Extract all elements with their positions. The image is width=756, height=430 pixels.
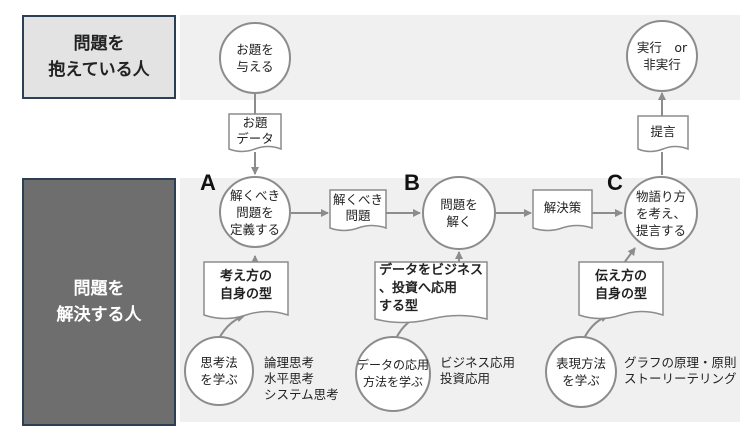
node-solve-problem: 問題を 解く <box>422 176 496 250</box>
role-problem-owner: 問題を 抱えている人 <box>22 15 176 99</box>
doc-proposal: 提言 <box>650 124 676 139</box>
node-define-problem: 解くべき 問題を 定義する <box>219 176 291 248</box>
doc-shape-proposal <box>637 115 689 153</box>
node-learn-data: データの応用 方法を学ぶ <box>355 336 431 412</box>
connector-telling-style-to-story <box>623 247 636 264</box>
doc-telling-style: 伝え方の 自身の型 <box>594 269 647 302</box>
node-tell-story: 物語り方 を考え、 提言する <box>624 176 698 250</box>
note-data-applications: ビジネス応用 投資応用 <box>440 355 516 386</box>
doc-thinking-style: 考え方の 自身の型 <box>219 269 272 302</box>
doc-shape-solution <box>532 189 593 232</box>
doc-shape-problem-to-solve <box>329 189 387 232</box>
doc-shape-telling-style <box>578 261 664 320</box>
node-learn-thinking: 思考法 を学ぶ <box>184 336 254 406</box>
doc-problem-to-solve: 解くべき 問題 <box>332 192 383 223</box>
node-learn-expression: 表現方法 を学ぶ <box>545 336 617 408</box>
note-expression-methods: グラフの原理・原則 ストーリーテリング <box>624 355 737 386</box>
note-thinking-methods: 論理思考 水平思考 システム思考 <box>264 355 339 402</box>
role-problem-solver: 問題を 解決する人 <box>22 178 176 426</box>
stage-label-a: A <box>200 170 216 195</box>
doc-solution: 解決策 <box>543 200 582 215</box>
doc-shape-data-style <box>374 261 488 324</box>
node-give-problem: お題を 与える <box>219 22 291 94</box>
doc-data-style: データをビジネス 、投資へ応用 する型 <box>379 263 484 314</box>
node-execute: 実行 or 非実行 <box>626 20 698 92</box>
stage-label-c: C <box>607 170 623 195</box>
stage-label-b: B <box>404 170 420 195</box>
doc-shape-problem-data <box>228 113 282 153</box>
doc-problem-data: お題 データ <box>236 115 274 146</box>
doc-shape-thinking-style <box>203 261 289 320</box>
